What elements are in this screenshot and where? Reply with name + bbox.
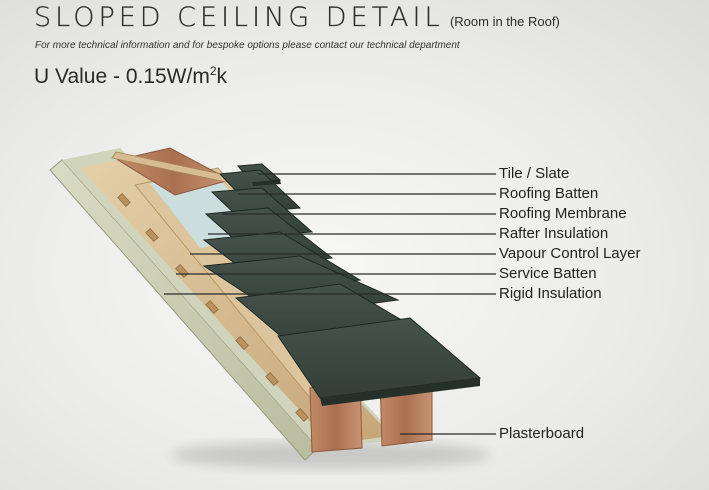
ground-shadow	[170, 441, 490, 469]
page-title: SLOPED CEILING DETAIL	[34, 2, 444, 33]
u-value: U Value - 0.15W/m2k	[34, 64, 227, 89]
u-value-text: U Value - 0.15W/m	[34, 65, 210, 88]
u-value-unit-suffix: k	[216, 65, 228, 88]
label-plasterboard: Plasterboard	[499, 425, 585, 442]
label-rafter-insulation: Rafter Insulation	[499, 225, 609, 242]
label-vapour-control-layer: Vapour Control Layer	[499, 245, 641, 262]
roofing-batten-top	[111, 151, 231, 183]
service-battens	[117, 192, 309, 423]
slate-front-edge	[320, 378, 480, 406]
slate-top-edge	[252, 180, 281, 186]
label-roofing-membrane: Roofing Membrane	[499, 205, 627, 222]
label-roofing-batten: Roofing Batten	[499, 185, 599, 202]
page-subtitle: (Room in the Roof)	[449, 14, 560, 29]
label-rigid-insulation: Rigid Insulation	[499, 285, 602, 302]
slate-tiles	[202, 163, 482, 399]
u-value-exponent: 2	[209, 64, 217, 78]
label-service-batten: Service Batten	[499, 265, 597, 282]
label-tile-slate: Tile / Slate	[499, 165, 570, 182]
contact-note: For more technical information and for b…	[35, 40, 460, 51]
title-row: SLOPED CEILING DETAIL (Room in the Roof)	[34, 2, 560, 33]
